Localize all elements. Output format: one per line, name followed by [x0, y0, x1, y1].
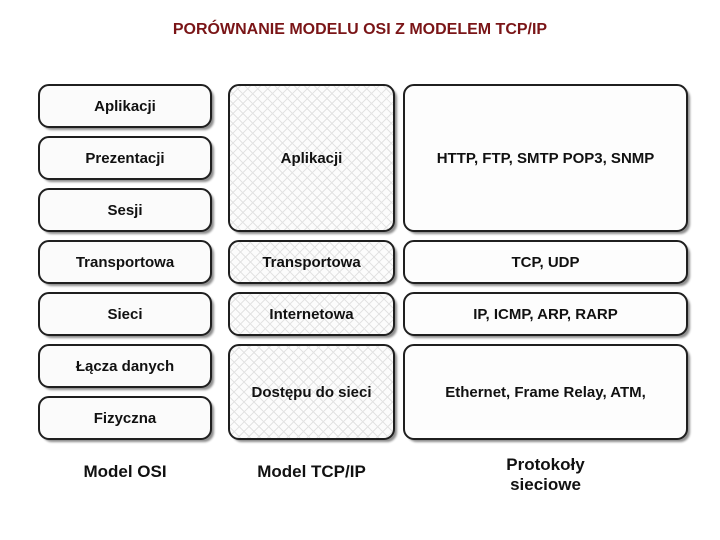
osi-layer-prezentacji: Prezentacji — [38, 136, 212, 180]
caption-model-tcpip: Model TCP/IP — [257, 462, 366, 481]
osi-layer-fizyczna: Fizyczna — [38, 396, 212, 440]
osi-layer-sesji: Sesji — [38, 188, 212, 232]
tcpip-layer-transportowa: Transportowa — [228, 240, 395, 284]
osi-layer-aplikacji: Aplikacji — [38, 84, 212, 128]
osi-layer-lacza-danych: Łącza danych — [38, 344, 212, 388]
protocols-network-access: Ethernet, Frame Relay, ATM, — [403, 344, 688, 440]
tcpip-layer-aplikacji: Aplikacji — [228, 84, 395, 232]
caption-protokoly-sieciowe-text: Protokoły sieciowe — [506, 455, 585, 494]
tcpip-layer-internetowa: Internetowa — [228, 292, 395, 336]
protocols-internet: IP, ICMP, ARP, RARP — [403, 292, 688, 336]
osi-layer-sieci: Sieci — [38, 292, 212, 336]
caption-protokoly-sieciowe: Protokoły sieciowe — [403, 455, 688, 494]
caption-model-osi: Model OSI — [83, 462, 167, 481]
slide-title: PORÓWNANIE MODELU OSI Z MODELEM TCP/IP — [172, 21, 548, 38]
protocols-transport: TCP, UDP — [403, 240, 688, 284]
protocols-application: HTTP, FTP, SMTP POP3, SNMP — [403, 84, 688, 232]
tcpip-layer-dostepu-do-sieci: Dostępu do sieci — [228, 344, 395, 440]
osi-layer-transportowa: Transportowa — [38, 240, 212, 284]
